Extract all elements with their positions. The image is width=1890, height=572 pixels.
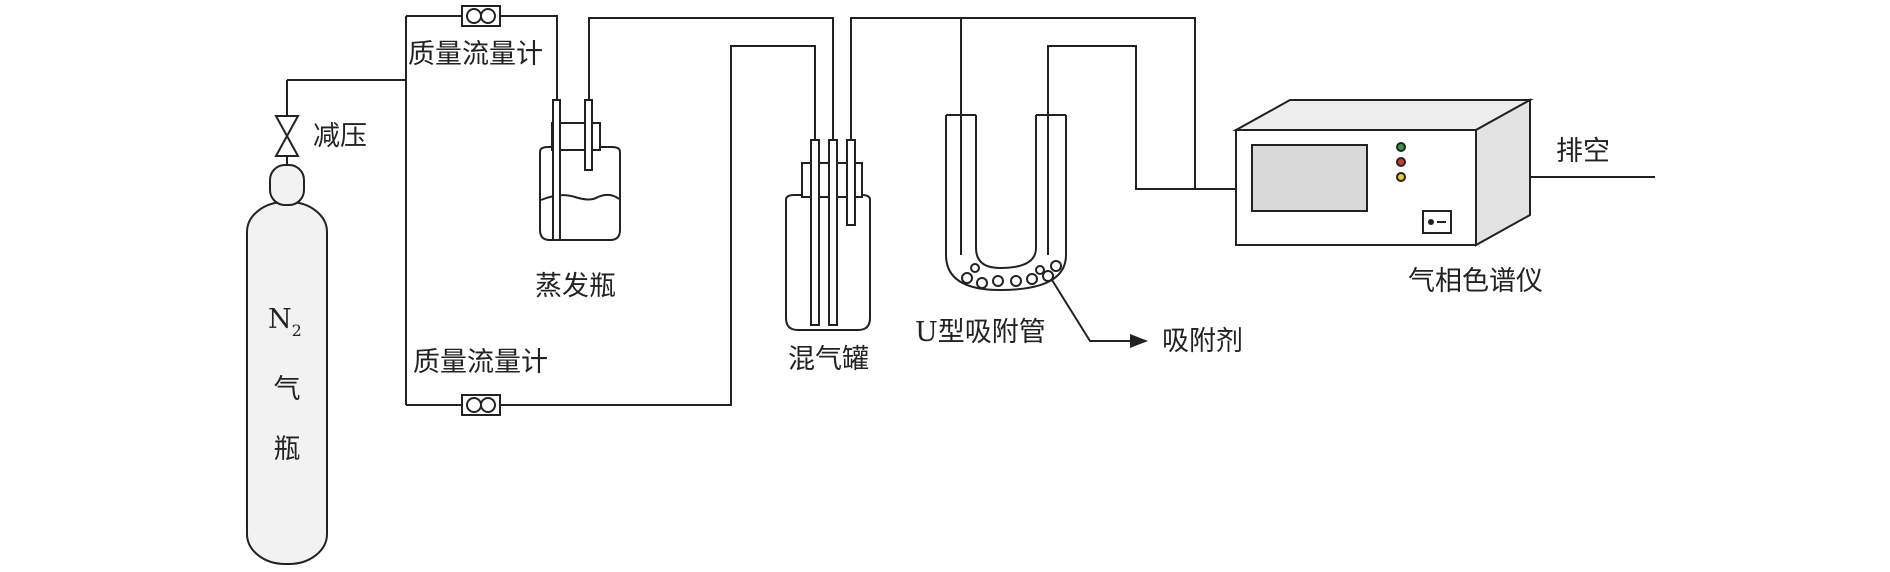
evaporation-bottle-label: 蒸发瓶 <box>535 271 616 302</box>
gas-chromatograph: 气相色谱仪 <box>1232 98 1543 297</box>
mixing-tank-tube-2 <box>828 139 838 326</box>
evaporation-bottle: 蒸发瓶 <box>535 99 621 302</box>
adsorbent-label: 吸附剂 <box>1162 326 1243 357</box>
evaporation-inlet-tube <box>552 99 561 241</box>
adsorbent-particle <box>961 272 973 284</box>
pipe-bottom-mfc-out <box>500 45 816 406</box>
pressure-reducer-valve: 减压 <box>274 80 367 165</box>
gc-indicator-yellow <box>1396 172 1406 182</box>
adsorbent-particle <box>1050 260 1062 272</box>
mass-flow-controller-top: 质量流量计 <box>408 5 543 70</box>
arrow-right-icon <box>1130 334 1148 348</box>
n2-gas-cylinder: N2 气 瓶 <box>246 164 328 565</box>
gc-indicator-green <box>1396 142 1406 152</box>
mfc-top-label: 质量流量计 <box>408 39 543 70</box>
pressure-reducer-label: 减压 <box>313 121 367 152</box>
mfc-bottom-rotor-right <box>480 397 496 413</box>
adsorbent-leader-line <box>1051 279 1130 342</box>
power-switch-dot-icon <box>1428 219 1434 225</box>
pipe-evaporator-to-mixer <box>588 17 834 140</box>
u-adsorption-tube: U型吸附管 <box>915 114 1067 348</box>
adsorbent-particle <box>976 277 988 289</box>
gc-display-screen <box>1251 144 1368 212</box>
gc-indicator-red <box>1396 157 1406 167</box>
adsorbent-particle <box>1035 265 1045 275</box>
u-tube-inner <box>975 115 1037 270</box>
valve-lower-triangle <box>274 133 300 157</box>
pipe-u-tube-to-gc <box>1047 45 1240 255</box>
valve-upper-triangle <box>274 115 300 139</box>
mass-flow-controller-bottom: 质量流量计 <box>413 347 548 416</box>
pipe-top-mfc-out <box>500 15 558 100</box>
adsorbent-particle <box>1042 270 1054 282</box>
mfc-bottom-rotor-left <box>466 397 482 413</box>
u-tube-label: U型吸附管 <box>915 317 1046 348</box>
evaporation-outlet-tube <box>584 99 593 171</box>
piping <box>287 15 1655 406</box>
adsorbent-particle <box>1026 273 1038 285</box>
mixing-tank-tube-3 <box>846 139 856 226</box>
cylinder-formula: N2 <box>268 304 302 340</box>
cylinder-label-char2: 瓶 <box>274 434 301 465</box>
mfc-top-rotor-right <box>480 8 496 24</box>
mfc-top-rotor-left <box>466 8 482 24</box>
vent-label: 排空 <box>1556 136 1610 167</box>
mixing-tank-label: 混气罐 <box>788 344 869 375</box>
adsorbent-pointer: 吸附剂 <box>1051 279 1243 357</box>
u-tube-outer <box>945 115 1067 292</box>
adsorbent-particle <box>992 275 1004 287</box>
cylinder-label-char1: 气 <box>274 374 301 405</box>
cylinder-neck <box>269 164 305 206</box>
mfc-bottom-label: 质量流量计 <box>413 347 548 378</box>
mixing-tank-tube-1 <box>810 139 820 326</box>
adsorbent-particle <box>970 263 980 273</box>
pipe-mixer-to-gc-bypass <box>850 17 1196 189</box>
mixing-tank: 混气罐 <box>785 139 871 375</box>
adsorbent-particle <box>1010 275 1022 287</box>
gc-label: 气相色谱仪 <box>1408 266 1543 297</box>
